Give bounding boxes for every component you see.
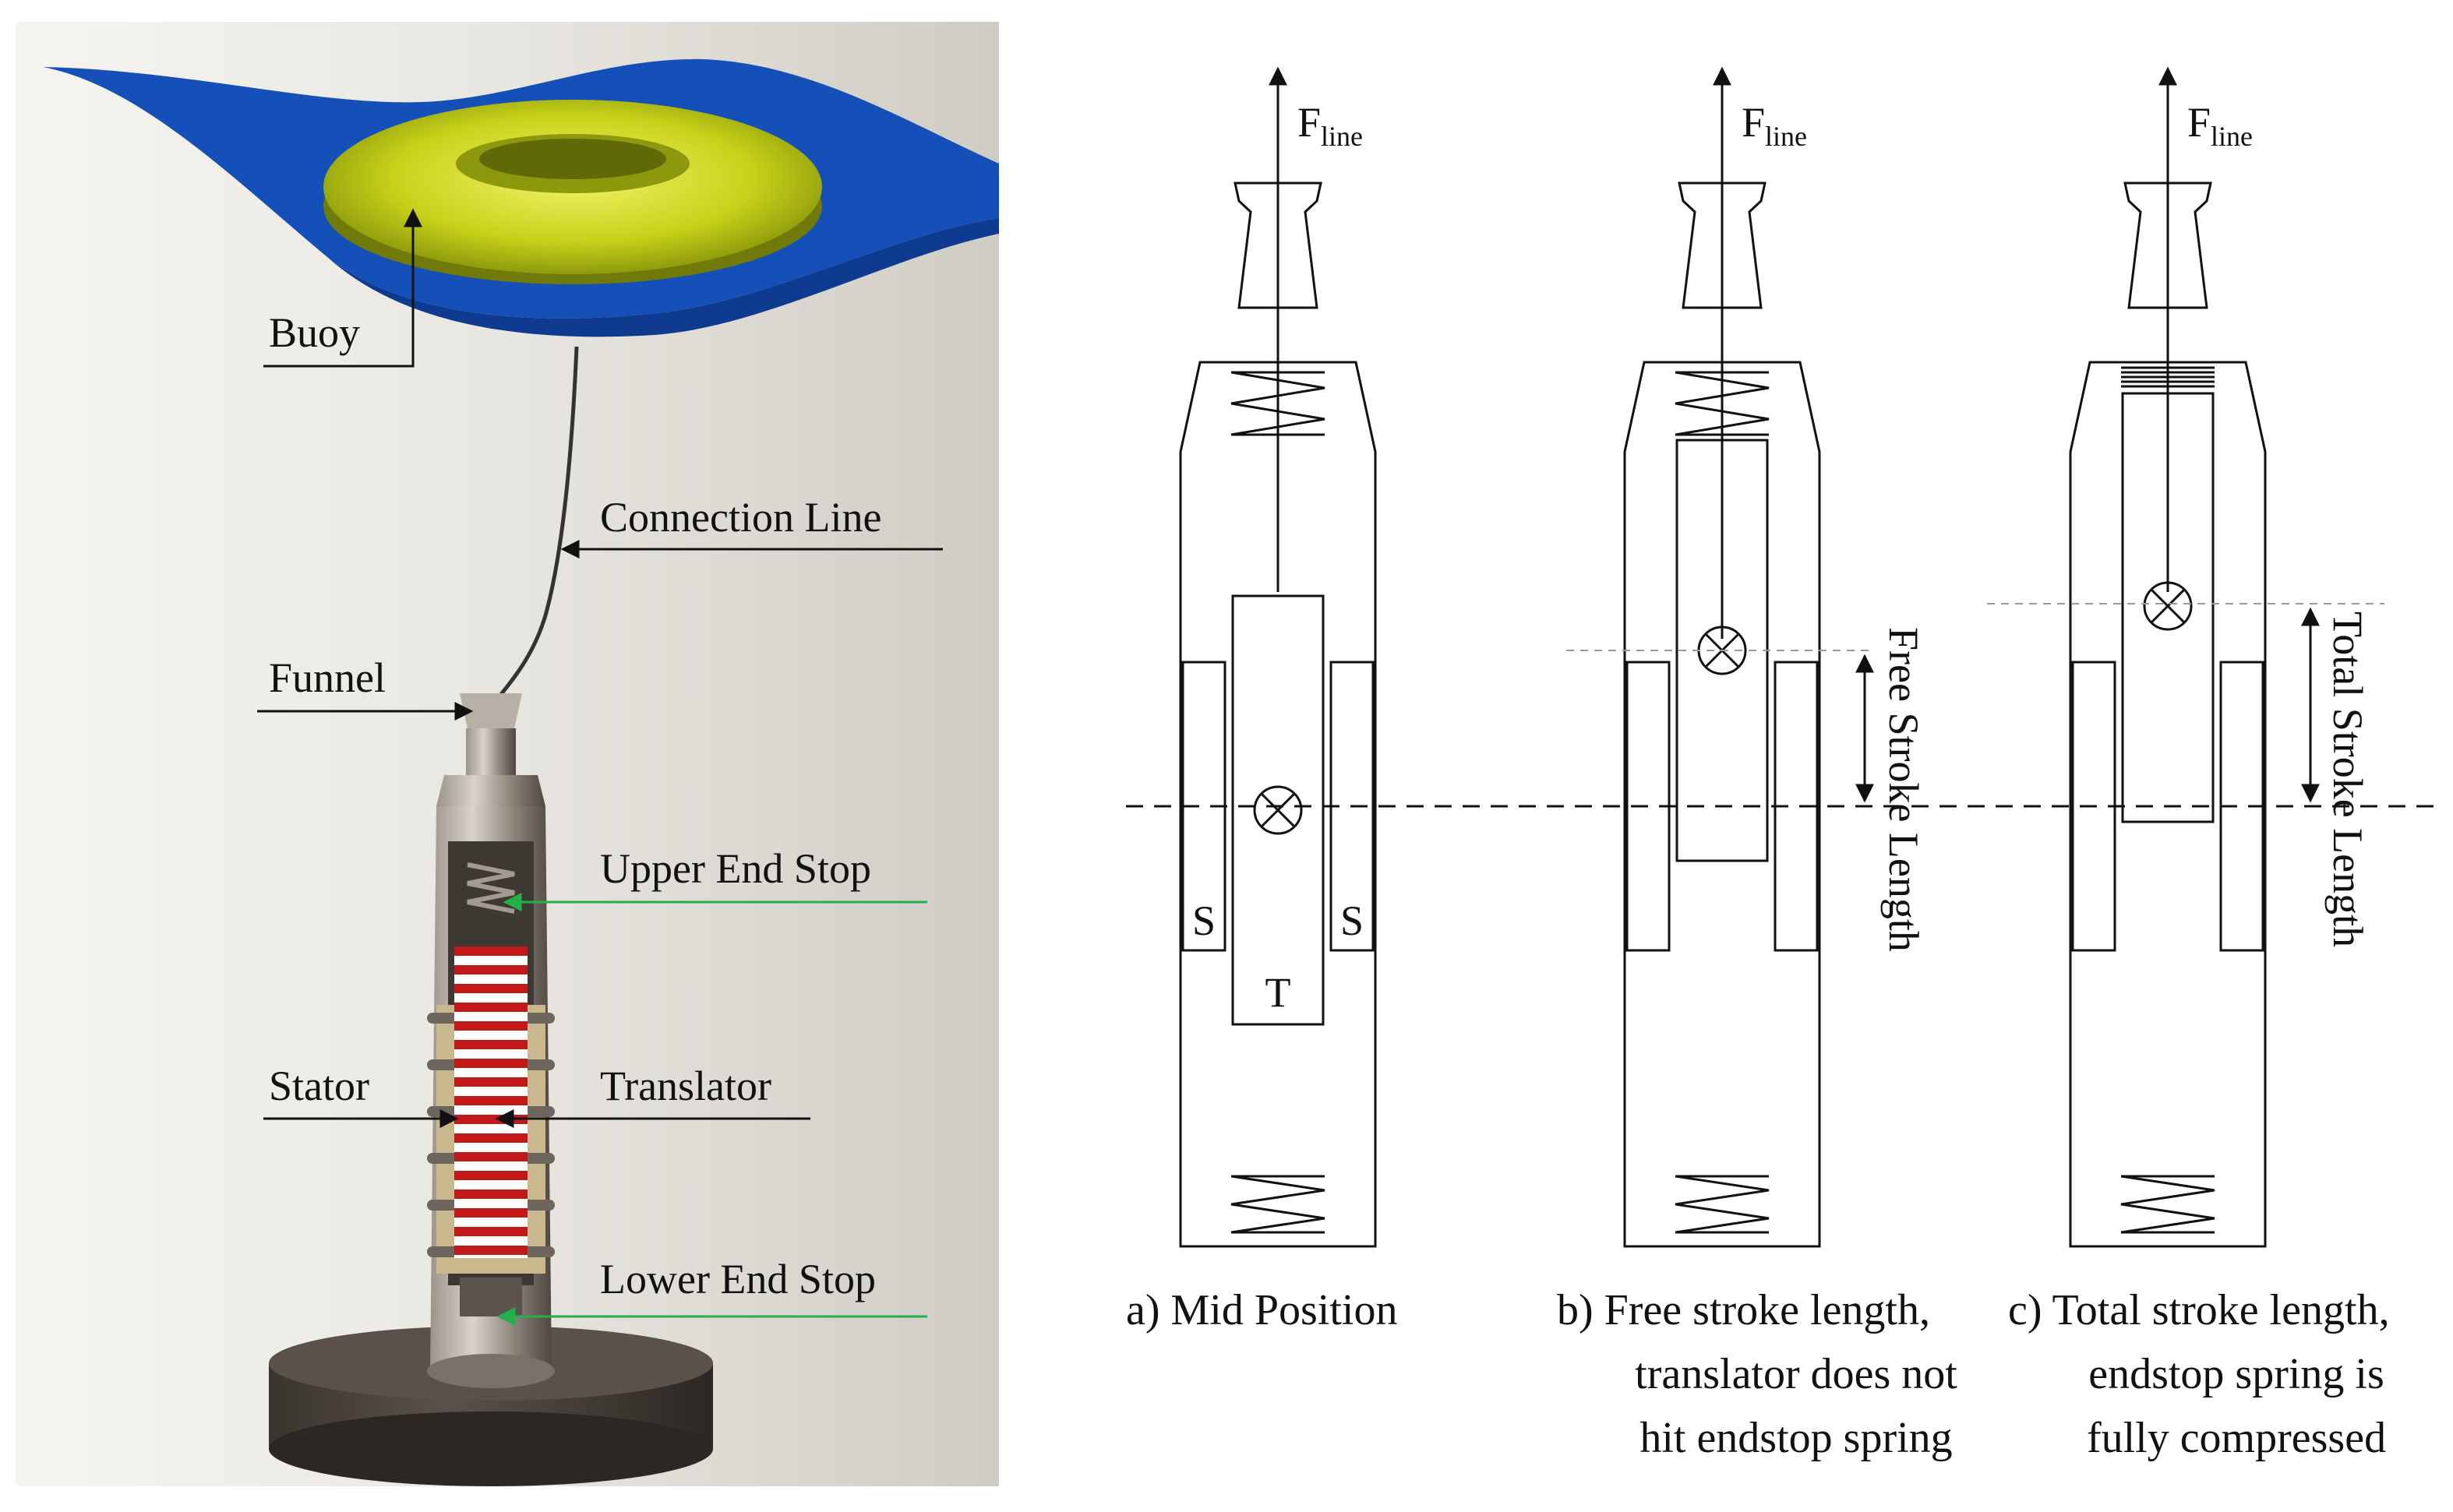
buoy	[323, 100, 822, 284]
label-upper-end-stop: Upper End Stop	[600, 845, 871, 892]
center-marker-c	[2143, 581, 2193, 631]
label-stator-group: Stator	[263, 1063, 459, 1128]
stator-right-a	[1329, 661, 1375, 952]
caption-c-line1: c) Total stroke length,	[2008, 1286, 2390, 1334]
upper-end-stop-spring	[467, 862, 515, 914]
right-panel: Fline T S S a) Mid Position	[1126, 66, 2443, 1462]
label-funnel-group: Funnel	[257, 654, 474, 721]
label-buoy: Buoy	[269, 309, 360, 356]
stator-right-b	[1774, 661, 1819, 952]
stator-letter-left-a: S	[1192, 897, 1216, 944]
total-stroke-length-label: Total Stroke Length	[2324, 611, 2371, 947]
caption-b-line1: b) Free stroke length,	[1557, 1286, 1930, 1334]
stator-left-b	[1625, 661, 1671, 952]
label-translator: Translator	[600, 1063, 771, 1109]
caption-b-line3: hit endstop spring	[1639, 1414, 1952, 1462]
force-label-c: Fline	[2187, 99, 2253, 152]
seabed-foundation	[269, 1326, 713, 1486]
left-panel: Buoy Connection Line Funnel Upper End St…	[16, 22, 999, 1486]
stator-letter-right-a: S	[1340, 897, 1364, 944]
generator-housing	[427, 693, 555, 1388]
caption-c-line3: fully compressed	[2087, 1414, 2386, 1462]
unit-a-mid-position: Fline T S S a) Mid Position	[1126, 66, 1397, 1334]
caption-c-line2: endstop spring is	[2088, 1350, 2384, 1398]
label-lower-end-stop: Lower End Stop	[600, 1256, 876, 1302]
force-label-a: Fline	[1297, 99, 1363, 152]
label-translator-group: Translator	[495, 1063, 810, 1128]
label-connection-line-group: Connection Line	[560, 494, 943, 559]
lower-end-stop-chamber	[460, 1278, 522, 1316]
ocean-highlight	[327, 218, 999, 337]
center-marker-a	[1253, 785, 1303, 835]
connection-line-cable	[497, 346, 579, 699]
stator-right-c	[2219, 661, 2264, 952]
upper-spring-b	[1675, 371, 1770, 436]
label-connection-line: Connection Line	[600, 494, 881, 541]
translator-c	[2121, 392, 2215, 823]
stator-left-a	[1181, 661, 1226, 952]
caption-a: a) Mid Position	[1126, 1286, 1397, 1334]
lower-spring-a	[1230, 1175, 1325, 1234]
lower-spring-b	[1675, 1175, 1770, 1234]
label-upper-end-stop-group: Upper End Stop	[503, 845, 927, 911]
free-stroke-length-label: Free Stroke Length	[1880, 627, 1927, 952]
force-label-b: Fline	[1742, 99, 1807, 152]
label-lower-end-stop-group: Lower End Stop	[496, 1256, 927, 1326]
caption-b-line2: translator does not	[1635, 1350, 1957, 1398]
unit-b-free-stroke: Fline Free Stroke Length b) Free stroke …	[1557, 66, 1957, 1462]
unit-c-total-stroke: Fline Total Stroke Length c) Total strok…	[1987, 66, 2390, 1462]
label-stator: Stator	[269, 1063, 369, 1109]
label-buoy-group: Buoy	[263, 208, 422, 368]
label-funnel: Funnel	[269, 654, 386, 701]
upper-spring-a	[1230, 371, 1325, 436]
lower-spring-c	[2120, 1175, 2215, 1234]
translator-a	[1231, 594, 1325, 1026]
translator-body	[454, 946, 528, 1258]
translator-letter-a: T	[1265, 969, 1291, 1016]
stator-left-c	[2071, 661, 2116, 952]
upper-spring-c-compressed	[2121, 366, 2215, 388]
